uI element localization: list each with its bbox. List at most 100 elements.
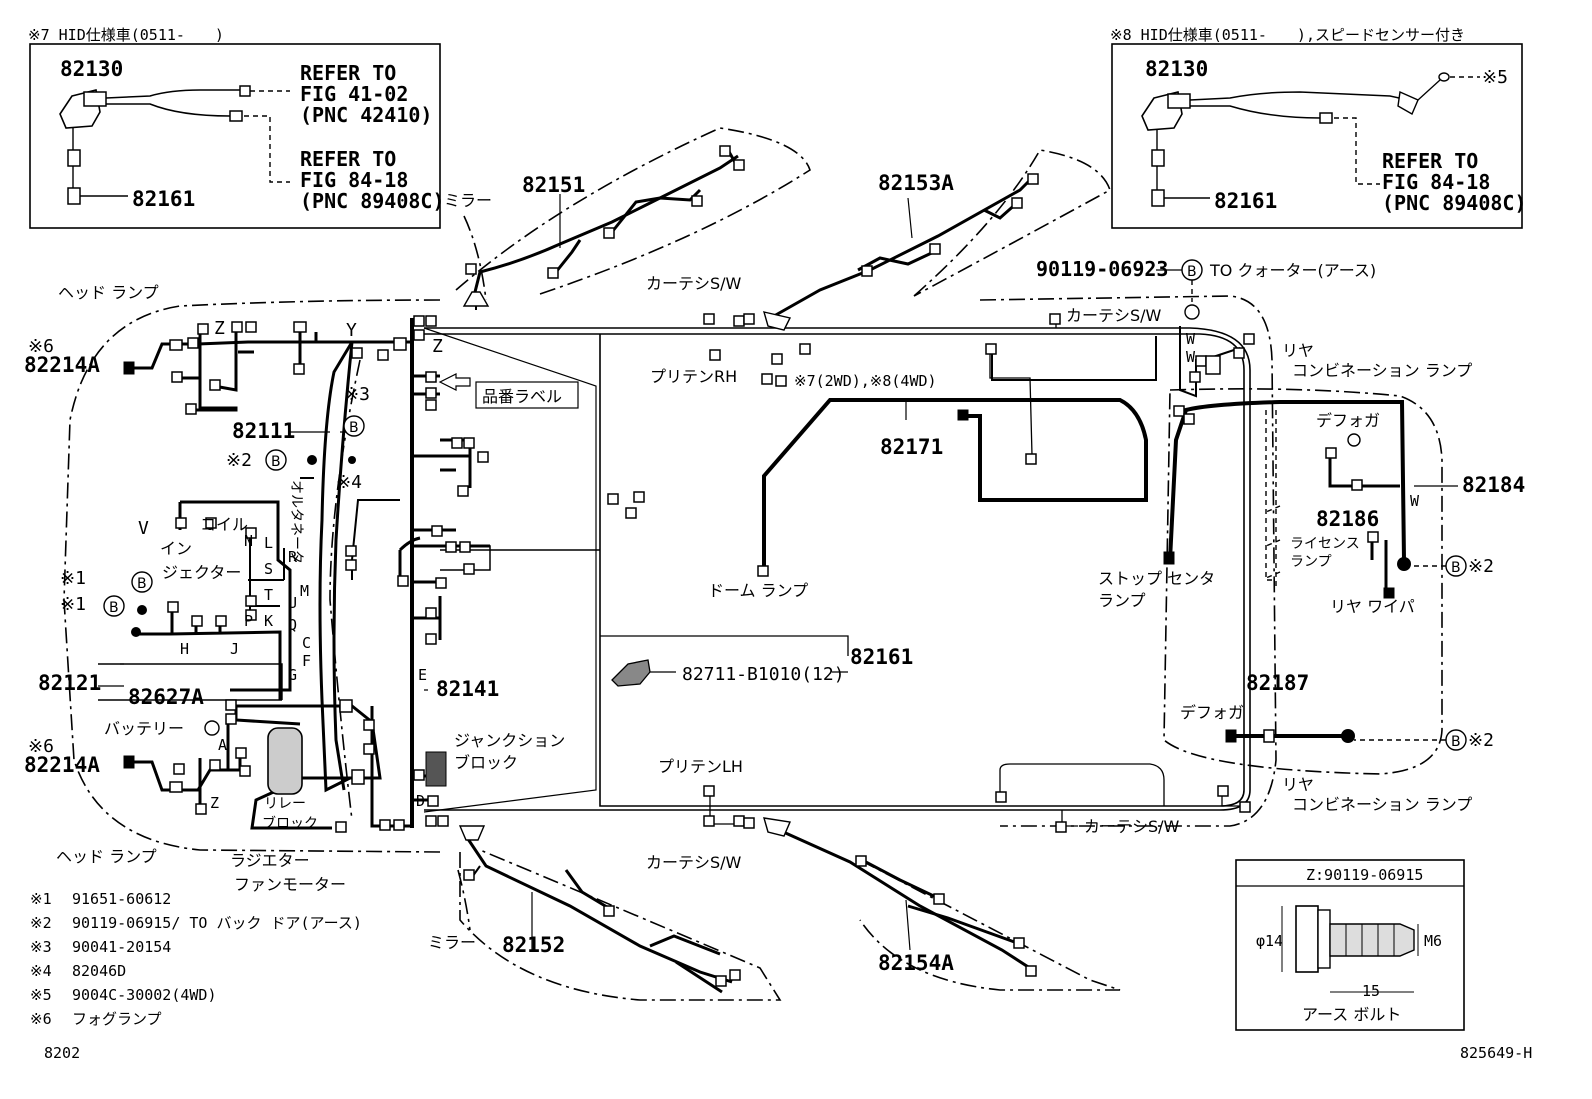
bolt-inset: Z:90119-06915 φ14 M6 15 アース ボルト (1235, 859, 1465, 1031)
legend-text-1: 91651-60612 (72, 890, 171, 908)
label-mirror-bottom: ミラー (428, 933, 476, 952)
label-radiator-fan-1: ラジエター (230, 851, 310, 870)
inset-8-note5: ※5 (1482, 67, 1508, 88)
label-defogger-bottom: デフォガ (1180, 703, 1244, 722)
bolt-inset-diameter: φ14 (1256, 932, 1283, 950)
letter-u: U (288, 594, 297, 612)
harness-engine (98, 330, 412, 830)
earth-bolts: B B B B B B B (103, 259, 1467, 751)
inset-7-refer1-line3: (PNC 42410) (300, 103, 432, 127)
inset-hid-8: ※8 HID仕様車(0511- ),スピードセンサー付き 82130 82161… (1110, 26, 1527, 229)
label-stop-center-2: ランプ (1098, 591, 1146, 610)
inset-8-refer-line1: REFER TO (1382, 149, 1478, 173)
connectors (98, 145, 1458, 987)
label-rear-combo-top-2: コンビネーション ランプ (1292, 361, 1472, 380)
footer-left: 8202 (44, 1044, 80, 1062)
label-courtesy-top: カーテシS/W (646, 274, 742, 293)
svg-text:B: B (1187, 264, 1197, 280)
letter-f: F (302, 652, 311, 670)
svg-text:B: B (137, 576, 147, 592)
label-pretensioner-rh: プリテンRH (650, 367, 737, 386)
part-82154a: 82154A (878, 951, 954, 975)
letter-n: N (244, 532, 253, 550)
label-radiator-fan-2: ファンモーター (234, 875, 346, 894)
label-headlamp-bottom: ヘッド ランプ (56, 847, 157, 866)
inset-7-part-82161: 82161 (132, 187, 195, 211)
label-headlamp-top: ヘッド ランプ (58, 283, 159, 302)
inset-8-refer-line2: FIG 84-18 (1382, 170, 1490, 194)
label-pretensioner-lh: プリテンLH (658, 757, 743, 776)
inset-7-refer1-line2: FIG 41-02 (300, 82, 408, 106)
svg-text:B: B (109, 600, 119, 616)
inset-hid-8-title: ※8 HID仕様車(0511- ),スピードセンサー付き (1110, 26, 1465, 44)
legend-text-6: フォグランプ (72, 1010, 162, 1028)
inset-8-part-82161: 82161 (1214, 189, 1277, 213)
inset-7-refer1-line1: REFER TO (300, 61, 396, 85)
part-82214a-top: 82214A (24, 353, 100, 377)
label-dome-lamp: ドーム ランプ (708, 581, 808, 600)
part-82214a-bottom: 82214A (24, 753, 100, 777)
legend-text-2: 90119-06915/ TO バック ドア(アース) (72, 914, 362, 932)
bolt-inset-title: Z:90119-06915 (1306, 866, 1423, 884)
part-82151: 82151 (522, 173, 585, 197)
legend-text-4: 82046D (72, 962, 126, 980)
letter-e: E (418, 666, 427, 684)
note2-right-2: ※2 (1468, 730, 1494, 751)
label-rear-combo-bottom-2: コンビネーション ランプ (1292, 795, 1472, 814)
svg-text:B: B (349, 420, 359, 436)
part-82711: 82711-B1010(12) (682, 664, 845, 685)
label-courtesy-bottom: カーテシS/W (646, 853, 742, 872)
bolt-inset-thread: M6 (1424, 932, 1442, 950)
label-alternator: オルタネータ (288, 480, 304, 564)
label-relay-block-2: ブロック (262, 815, 318, 832)
label-rear-wiper: リヤ ワイパ (1330, 597, 1415, 616)
label-note-2wd-4wd: ※7(2WD),※8(4WD) (794, 372, 937, 390)
letter-p: P (244, 612, 253, 630)
label-defogger-top: デフォガ (1316, 411, 1380, 430)
label-rear-combo-top-1: リヤ (1282, 341, 1314, 360)
part-90119-06923: 90119-06923 (1036, 257, 1168, 281)
diagram-labels: 82151 82153A ミラー ヘッド ランプ カーテシS/W カーテシS/W… (24, 171, 1525, 975)
legend-key-2: ※2 (30, 914, 52, 932)
harness-doors (464, 149, 1037, 994)
note3: ※3 (344, 384, 370, 405)
letter-l: L (264, 534, 273, 552)
note6-bottom: ※6 (28, 736, 54, 757)
label-relay-block-1: リレー (264, 796, 306, 812)
label-injector-2: ジェクター (162, 563, 241, 582)
svg-text:B: B (1451, 734, 1461, 750)
label-coil: コイル (200, 515, 248, 534)
note1-b: ※1 (60, 594, 86, 615)
legend-key-3: ※3 (30, 938, 52, 956)
footer-right: 825649-H (1460, 1044, 1532, 1062)
legend-key-1: ※1 (30, 890, 52, 908)
label-part-number: 品番ラベル (482, 387, 562, 406)
letter-v: V (138, 518, 149, 539)
note2-left: ※2 (226, 450, 252, 471)
letter-k: K (264, 612, 273, 630)
letter-a: A (218, 736, 227, 754)
letter-w-3: W (1410, 492, 1420, 510)
part-82153a: 82153A (878, 171, 954, 195)
label-quarter-earth: TO クォーター(アース) (1209, 261, 1376, 280)
letter-z-mid: Z (432, 336, 443, 357)
label-courtesy-top-right: カーテシS/W (1066, 306, 1162, 325)
label-stop-center-1: ストップ センタ (1098, 569, 1215, 588)
part-82627a: 82627A (128, 685, 204, 709)
note4: ※4 (336, 472, 362, 493)
label-battery: バッテリー (104, 719, 184, 738)
label-junction-block-1: ジャンクション (454, 731, 565, 750)
note1-a: ※1 (60, 568, 86, 589)
letter-s: S (264, 560, 273, 578)
part-82161-main: 82161 (850, 645, 913, 669)
label-license-lamp-1: ライセンス (1290, 536, 1360, 552)
inset-8-refer-line3: (PNC 89408C) (1382, 191, 1527, 215)
inset-7-refer2-line2: FIG 84-18 (300, 168, 408, 192)
label-license-lamp-2: ランプ (1290, 554, 1332, 570)
label-courtesy-bottom-right: カーテシS/W (1084, 817, 1180, 836)
letter-m: M (300, 582, 309, 600)
letter-t: T (264, 586, 273, 604)
legend: ※1 91651-60612 ※2 90119-06915/ TO バック ドア… (30, 890, 362, 1028)
letter-y: Y (346, 320, 357, 341)
note6-top: ※6 (28, 336, 54, 357)
